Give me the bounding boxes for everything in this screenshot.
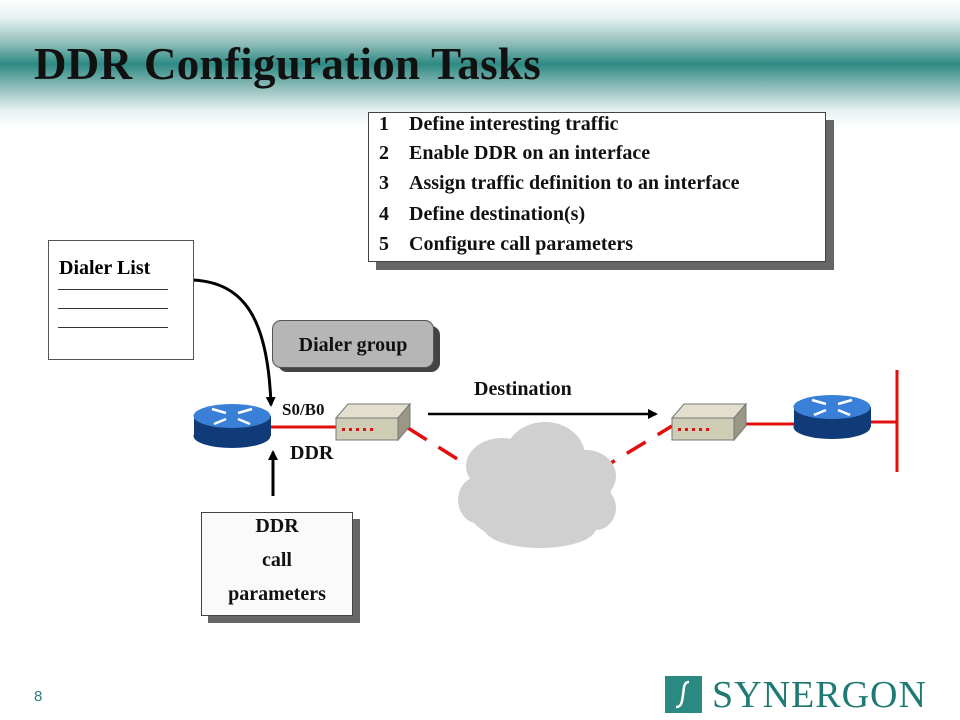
dialer-list-line (58, 327, 168, 328)
dialer-list-title: Dialer List (59, 257, 151, 279)
synergon-logo-text: SYNERGON (712, 674, 927, 716)
dialer-group-label: Dialer group (298, 334, 408, 356)
router-left-icon (193, 404, 271, 448)
call-params-box: DDR call parameters (201, 512, 353, 616)
slide-number: 8 (34, 688, 43, 705)
destination-label: Destination (474, 378, 572, 400)
link-left-dashed (407, 426, 479, 474)
call-params-line-2: call (262, 549, 292, 571)
call-params-line-1: DDR (255, 515, 299, 537)
synergon-logo-icon (665, 676, 702, 713)
dialer-list-line (58, 308, 168, 309)
dialer-list-box: Dialer List (48, 240, 194, 360)
router-right-icon (793, 395, 871, 439)
modem-right-icon (670, 402, 748, 442)
call-params-line-3: parameters (228, 583, 326, 605)
dialer-group-box: Dialer group (272, 320, 434, 368)
slide-title: DDR Configuration Tasks (34, 39, 542, 89)
dialer-list-line (58, 289, 168, 290)
ddr-label: DDR (290, 442, 334, 464)
modem-left-icon (334, 402, 412, 442)
header-band (0, 0, 960, 128)
network-cloud (458, 422, 616, 548)
interface-label: S0/B0 (282, 400, 325, 419)
dialer-list-arrow (191, 278, 276, 407)
